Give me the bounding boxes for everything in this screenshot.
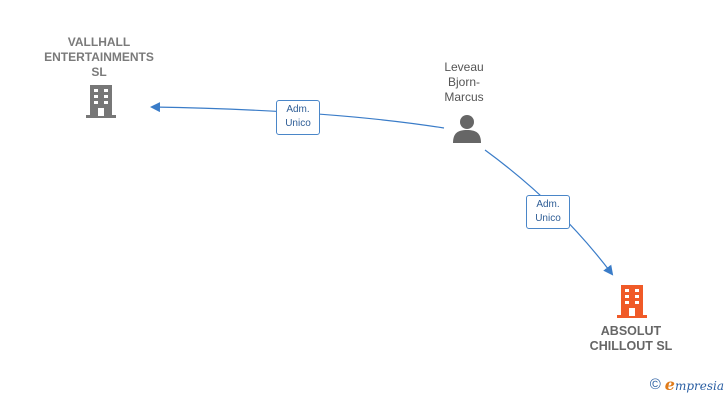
edge-label-role[interactable]: Adm. Unico xyxy=(526,195,570,229)
edge-label-line: Unico xyxy=(535,213,561,224)
brand-logo-initial: e xyxy=(664,375,675,394)
node-label-absolut[interactable]: ABSOLUT CHILLOUT SL xyxy=(589,324,673,353)
copyright-icon: © xyxy=(649,376,661,393)
brand-watermark: © empresia xyxy=(650,375,724,394)
brand-logo: empresia xyxy=(665,375,724,394)
edge-label-role[interactable]: Adm. Unico xyxy=(276,100,320,135)
edge-label-line: Adm. xyxy=(286,104,310,115)
person-icon[interactable] xyxy=(452,113,482,143)
building-icon[interactable] xyxy=(616,284,648,319)
edge-label-line: Adm. xyxy=(536,199,560,210)
edge-label-line: Unico xyxy=(285,118,311,129)
brand-logo-text: mpresia xyxy=(674,379,724,393)
node-label-person[interactable]: Leveau Bjorn- Marcus xyxy=(444,60,484,104)
building-icon[interactable] xyxy=(85,84,117,118)
node-label-vallhall[interactable]: VALLHALL ENTERTAINMENTS SL xyxy=(44,35,154,79)
